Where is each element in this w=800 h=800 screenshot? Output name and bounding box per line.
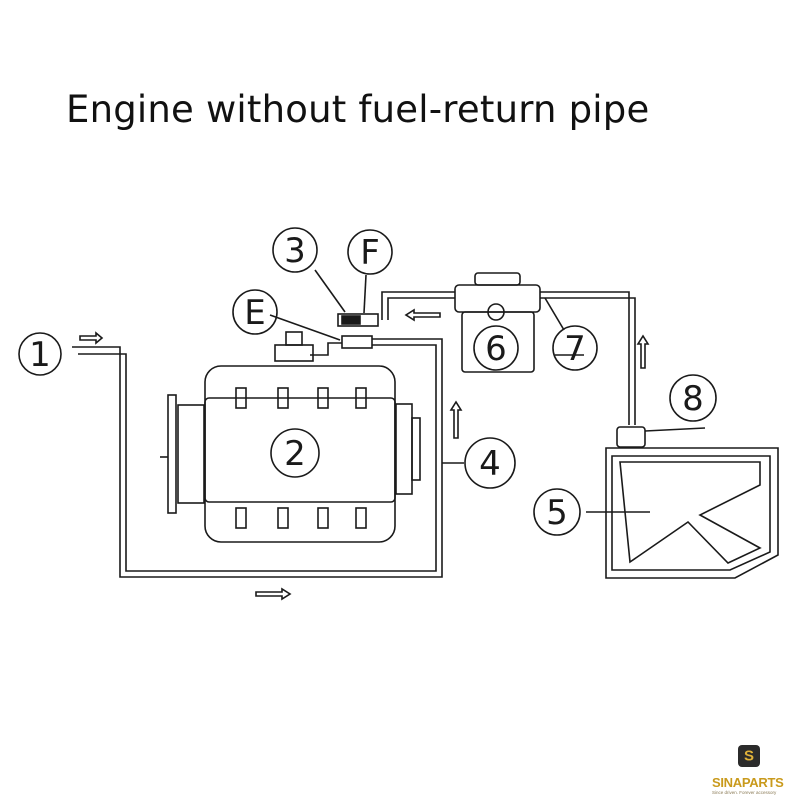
label-5-circle bbox=[533, 488, 581, 536]
label-f-circle bbox=[347, 229, 393, 275]
arrow-left-icon bbox=[404, 308, 441, 322]
label-2-circle bbox=[270, 428, 320, 478]
label-1: 1 bbox=[29, 335, 51, 375]
arrow-right-icon bbox=[255, 587, 292, 601]
fuel-line-tank-to-pump bbox=[381, 291, 636, 425]
fitting-e bbox=[341, 335, 373, 349]
fuel-pump bbox=[454, 272, 541, 373]
arrow-up-icon bbox=[449, 400, 463, 439]
label-8: 8 bbox=[682, 379, 704, 419]
label-5: 5 bbox=[546, 493, 568, 533]
label-6: 6 bbox=[485, 329, 507, 369]
brand-logo: S bbox=[738, 745, 760, 767]
brand-name: SINAPARTS bbox=[712, 775, 784, 790]
label-f: F bbox=[360, 233, 380, 273]
label-8-circle bbox=[669, 374, 717, 422]
label-6-circle bbox=[473, 325, 519, 371]
fitting-f bbox=[337, 313, 379, 327]
leader-lines bbox=[269, 269, 650, 513]
label-3: 3 bbox=[284, 231, 306, 271]
engine bbox=[160, 331, 421, 543]
label-e: E bbox=[244, 293, 265, 333]
label-7: 7 bbox=[564, 329, 586, 369]
label-7-circle bbox=[552, 325, 598, 371]
arrow-right-icon bbox=[79, 331, 104, 345]
fuel-line-main bbox=[72, 338, 443, 578]
fuel-tank bbox=[605, 426, 779, 579]
label-e-circle bbox=[232, 289, 278, 335]
flow-arrows bbox=[79, 308, 650, 601]
arrow-up-icon bbox=[636, 334, 650, 369]
brand-logo-icon bbox=[738, 745, 760, 767]
label-4: 4 bbox=[479, 444, 501, 484]
brand-logo-letter: S bbox=[744, 748, 754, 765]
brand-tagline: Since driven. Forever accessory bbox=[712, 790, 777, 795]
label-2: 2 bbox=[284, 434, 306, 474]
label-1-circle bbox=[18, 332, 62, 376]
label-4-circle bbox=[464, 437, 516, 489]
label-3-circle bbox=[272, 227, 318, 273]
label-circles bbox=[18, 227, 717, 536]
page-title: Engine without fuel-return pipe bbox=[66, 88, 650, 131]
